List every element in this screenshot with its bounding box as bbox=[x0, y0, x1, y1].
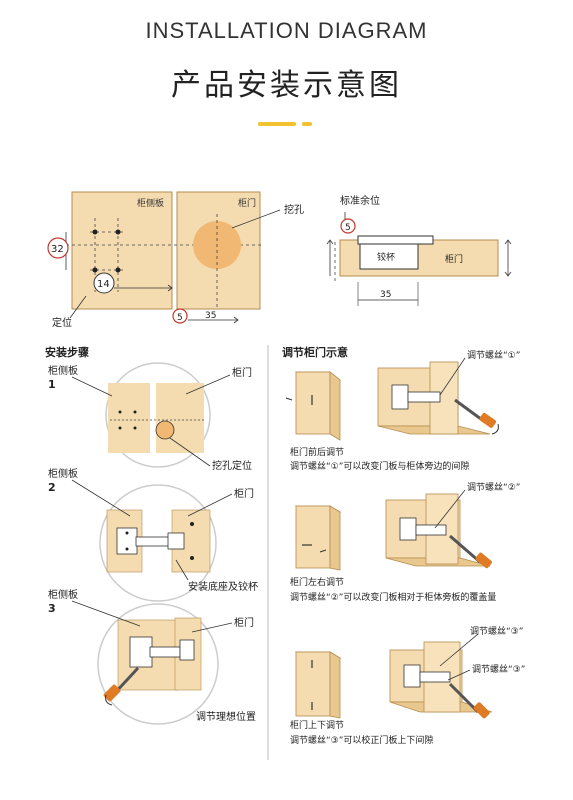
adjust-up-down: 调节螺丝“③” 调节螺丝“③” 柜门上下调节 调节螺丝“③”可以校正门板上下间隙 bbox=[290, 625, 525, 746]
step-2-caption: 安装底座及铰杯 bbox=[188, 580, 258, 593]
dim-32: 32 bbox=[51, 244, 64, 255]
dim-35-right: 35 bbox=[380, 290, 391, 300]
dim-5-right: 5 bbox=[345, 223, 351, 233]
accent-dot bbox=[302, 122, 312, 126]
adjust-1-screw: 调节螺丝“①” bbox=[467, 349, 520, 361]
step-1: 柜侧板 1 柜门 挖孔定位 bbox=[48, 362, 252, 472]
adjust-front-back: 调节螺丝“①” 柜门前后调节 调节螺丝“①”可以改变门板与柜体旁边的间隙 bbox=[285, 349, 520, 472]
adjust-2-desc: 调节螺丝“②”可以改变门板相对于柜体旁板的覆盖量 bbox=[290, 591, 496, 603]
standard-margin-label: 标准余位 bbox=[340, 194, 380, 207]
step-1-number: 1 bbox=[48, 378, 56, 391]
step-2-door-label: 柜门 bbox=[234, 487, 254, 500]
adjust-3-screw-2: 调节螺丝“③” bbox=[472, 663, 525, 675]
step-2-side-label: 柜侧板 bbox=[48, 467, 78, 480]
screw-hole bbox=[92, 229, 98, 235]
adjust-heading: 调节柜门示意 bbox=[282, 345, 348, 359]
cup-insert bbox=[357, 235, 434, 245]
side-panel-label: 柜侧板 bbox=[137, 197, 164, 209]
step-1-caption: 挖孔定位 bbox=[212, 459, 252, 472]
step-3-caption: 调节理想位置 bbox=[196, 710, 256, 723]
step-3-side-label: 柜侧板 bbox=[48, 588, 78, 601]
top-left-drilling-diagram: 柜侧板 柜门 32 14 定位 5 35 挖孔 bbox=[47, 191, 304, 329]
side-panel bbox=[71, 191, 173, 310]
door-label: 柜门 bbox=[238, 197, 256, 209]
title-chinese: 产品安装示意图 bbox=[171, 68, 402, 103]
hole-label: 挖孔 bbox=[284, 203, 304, 216]
step-2-number: 2 bbox=[48, 481, 56, 494]
cup-label: 铰杯 bbox=[377, 251, 395, 263]
adjust-3-screw-1: 调节螺丝“③” bbox=[470, 625, 523, 637]
dim-5: 5 bbox=[177, 313, 183, 323]
step-3: 柜侧板 3 柜门 调节理想位置 bbox=[48, 588, 256, 725]
adjust-2-title: 柜门左右调节 bbox=[290, 576, 344, 588]
screw-hole bbox=[92, 267, 98, 273]
screw-hole bbox=[115, 229, 121, 235]
step-2: 柜侧板 2 柜门 安装底座及铰杯 bbox=[48, 467, 258, 602]
step-1-door-label: 柜门 bbox=[232, 366, 252, 379]
step-3-number: 3 bbox=[48, 602, 56, 615]
adjust-left-right: 调节螺丝“②” 柜门左右调节 调节螺丝“②”可以改变门板相对于柜体旁板的覆盖量 bbox=[290, 481, 520, 603]
cup bbox=[359, 243, 419, 270]
screw-hole bbox=[115, 267, 121, 273]
title-english: INSTALLATION DIAGRAM bbox=[145, 18, 428, 43]
adjust-3-title: 柜门上下调节 bbox=[290, 719, 344, 731]
adjust-2-screw: 调节螺丝“②” bbox=[467, 481, 520, 493]
accent-bar bbox=[258, 122, 296, 126]
adjust-1-title: 柜门前后调节 bbox=[290, 446, 344, 458]
position-label: 定位 bbox=[52, 316, 72, 329]
install-steps-heading: 安装步骤 bbox=[45, 345, 89, 359]
door-right-label: 柜门 bbox=[445, 253, 463, 265]
adjust-1-desc: 调节螺丝“①”可以改变门板与柜体旁边的间隙 bbox=[290, 460, 469, 472]
dim-14: 14 bbox=[97, 279, 110, 290]
top-right-cup-diagram: 标准余位 5 铰杯 柜门 35 bbox=[326, 194, 512, 306]
adjust-3-desc: 调节螺丝“③”可以校正门板上下间隙 bbox=[290, 734, 433, 746]
step-3-door-label: 柜门 bbox=[234, 616, 254, 629]
dim-35: 35 bbox=[205, 311, 216, 321]
step-1-side-label: 柜侧板 bbox=[48, 364, 78, 377]
